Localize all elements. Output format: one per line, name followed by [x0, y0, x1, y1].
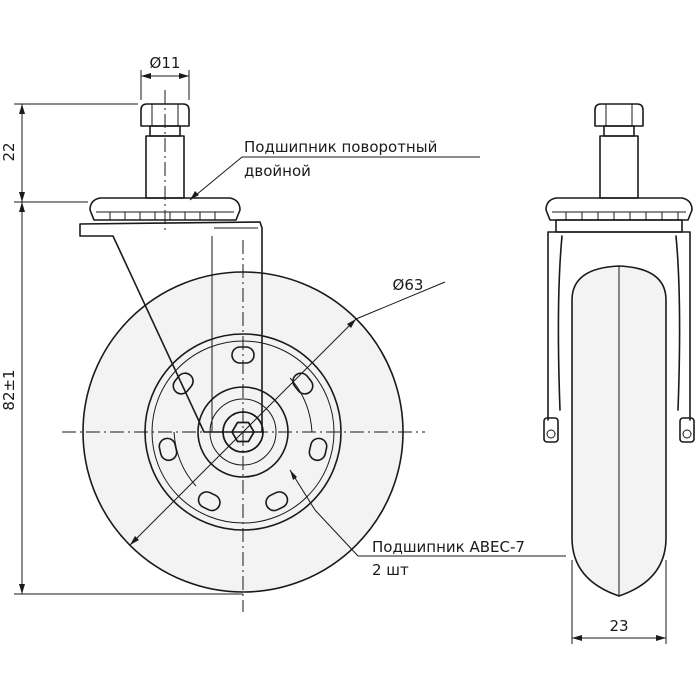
stem-pin-tip: [140, 103, 190, 127]
label-swivel-bearing-2: двойной: [244, 162, 311, 180]
callouts: Подшипник поворотный двойной Подшипник A…: [189, 138, 566, 579]
dim-wheel-diameter: Ø63: [393, 276, 424, 294]
bearing-balls: [109, 212, 216, 220]
side-view: [543, 103, 695, 597]
label-swivel-bearing: Подшипник поворотный: [244, 138, 437, 156]
swivel-bearing: [89, 197, 241, 221]
dim-pin-diameter: Ø11: [150, 54, 181, 72]
side-axle-right: [679, 417, 695, 443]
label-wheel-bearing: Подшипник ABEC-7: [372, 538, 525, 556]
side-swivel-bearing: [545, 197, 693, 221]
dimensions: Ø11 22 82±1 Ø63 23: [0, 54, 667, 644]
dim-total-height: 82±1: [0, 369, 18, 410]
side-axle-left: [543, 417, 559, 443]
dim-wheel-width: 23: [609, 617, 628, 635]
side-stem-pin: [599, 135, 639, 199]
label-wheel-bearing-2: 2 шт: [372, 561, 409, 579]
dim-pin-height: 22: [0, 142, 18, 161]
